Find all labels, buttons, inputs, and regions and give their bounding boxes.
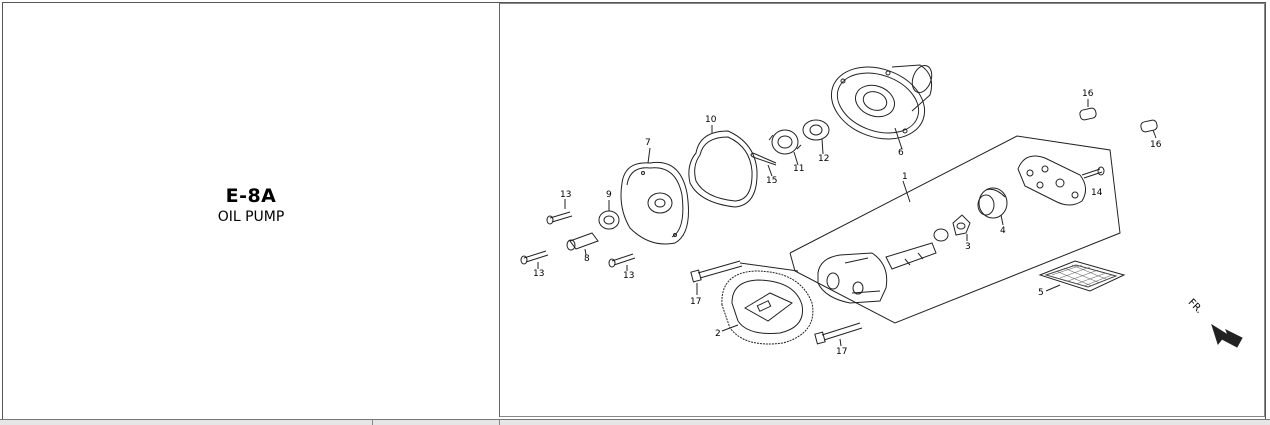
callout-16a: 16 [1082,89,1094,99]
part-16-dowel-a [1079,99,1097,121]
callout-17b: 17 [836,347,847,357]
callout-13c: 13 [623,271,634,281]
callout-1: 1 [902,172,908,182]
part-12-washer [802,119,830,155]
part-16-dowel-b [1140,119,1158,139]
callout-15: 15 [766,176,777,186]
part-9-rotor [598,200,620,230]
callout-9: 9 [606,190,612,200]
callout-7: 7 [645,138,651,148]
part-10-gasket [688,125,758,208]
callout-2: 2 [715,329,721,339]
callout-14: 14 [1091,188,1103,198]
part-13-screw-c [608,253,636,271]
pump-housing [817,252,888,304]
callout-8: 8 [584,254,590,264]
front-direction-label: FR. [1186,297,1205,316]
strip-tick [499,420,500,425]
part-6-pump-cover [830,64,933,150]
diagram-border [500,3,1265,417]
callout-4: 4 [1000,226,1006,236]
part-15-pin [750,152,777,177]
callout-11: 11 [793,164,804,174]
part-3-inner-rotor [933,214,971,242]
bottom-strip [0,419,1270,425]
part-11-oil-seal [768,129,802,166]
panel-divider [499,3,500,417]
section-header: E-8A OIL PUMP [3,3,499,415]
part-2-driven-gear [721,262,814,345]
front-direction-arrow [1211,323,1243,348]
section-title: OIL PUMP [217,209,285,225]
strip-tick [372,420,373,425]
callout-13a: 13 [560,190,571,200]
part-13-screw-b [520,250,549,269]
part-7-pump-body [620,147,689,245]
part-17-bolt-a [690,260,743,295]
callout-10: 10 [705,115,717,125]
part-4-outer-rotor [977,187,1008,226]
oil-pump-exploded-diagram: 1 2 3 4 5 6 7 8 9 10 11 12 13 13 13 14 1… [520,64,1243,357]
callout-17a: 17 [690,297,701,307]
part-17-bolt-b [814,322,863,347]
leader-1 [902,180,911,203]
callout-13b: 13 [533,269,544,279]
part-13-screw-a [546,199,573,225]
section-code: E-8A [225,185,277,207]
callout-6: 6 [898,148,904,158]
part-5-oil-strainer [1038,260,1126,292]
part-8-bushing [566,232,599,256]
callout-12: 12 [818,154,829,164]
callout-5: 5 [1038,288,1044,298]
callout-16b: 16 [1150,140,1162,150]
callout-3: 3 [965,242,971,252]
part-14-pump-plate [1017,155,1105,206]
pump-shaft [885,242,937,270]
